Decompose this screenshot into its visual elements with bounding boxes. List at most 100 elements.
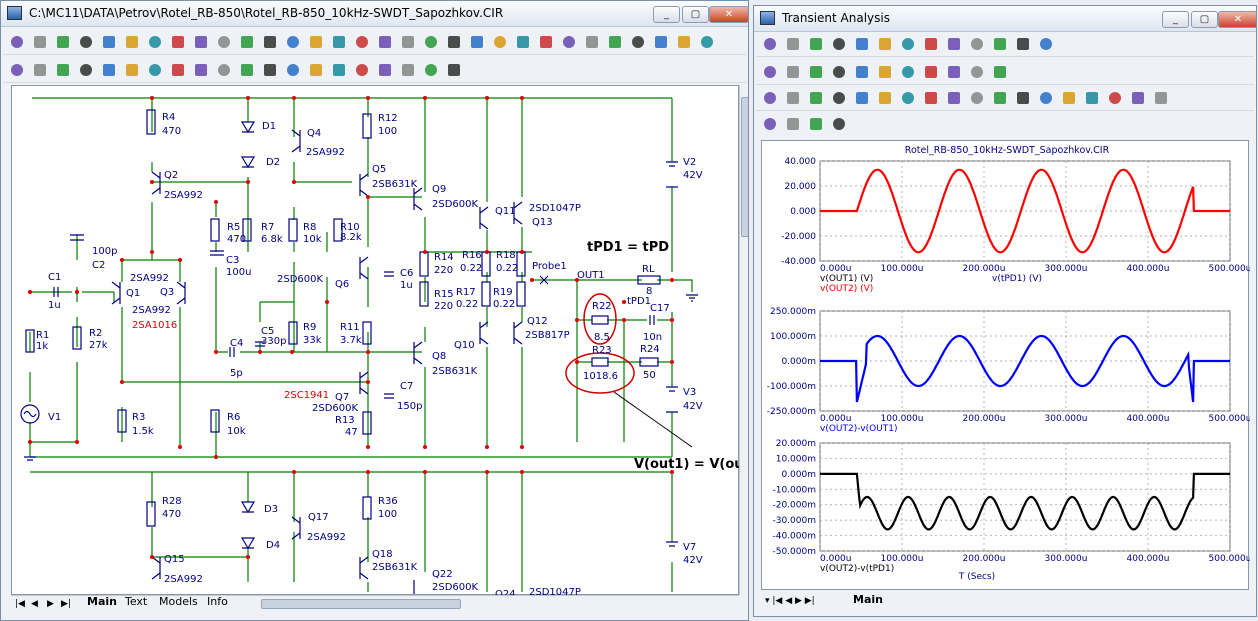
analysis-close-button[interactable]: ✕ — [1218, 11, 1256, 28]
run-icon[interactable] — [875, 62, 895, 82]
stop-icon[interactable] — [1151, 88, 1171, 108]
chart-panel-2[interactable]: 250.000m100.000m0.000m-100.000m-250.000m… — [767, 307, 1252, 434]
run-icon[interactable] — [375, 60, 395, 80]
run-icon[interactable] — [875, 34, 895, 54]
stop-icon[interactable] — [898, 62, 918, 82]
pen-icon[interactable] — [829, 62, 849, 82]
pointer-icon[interactable] — [760, 62, 780, 82]
pointer-icon[interactable] — [760, 114, 780, 134]
pen-icon[interactable] — [76, 32, 96, 52]
chart-panel-3[interactable]: 20.000m10.000m0.000m-10.000m-20.000m-30.… — [772, 439, 1251, 574]
zoom-in-icon[interactable] — [944, 88, 964, 108]
stop-icon[interactable] — [145, 60, 165, 80]
stop-icon[interactable] — [398, 32, 418, 52]
info-icon[interactable] — [99, 32, 119, 52]
run-icon[interactable] — [1128, 88, 1148, 108]
info-icon[interactable] — [352, 60, 372, 80]
info-icon[interactable] — [352, 32, 372, 52]
plot-area[interactable]: Rotel_RB-850_10kHz-SWDT_Sapozhkov.CIR T … — [761, 140, 1252, 591]
zoom-out-icon[interactable] — [967, 34, 987, 54]
info-icon[interactable] — [1105, 88, 1125, 108]
pen-icon[interactable] — [1082, 88, 1102, 108]
wire-icon[interactable] — [283, 60, 303, 80]
tab-info[interactable]: Info — [207, 595, 228, 608]
nav-next-icon[interactable]: ▶ — [47, 599, 54, 609]
text-icon[interactable] — [806, 88, 826, 108]
wire-icon[interactable] — [30, 32, 50, 52]
stop-icon[interactable] — [898, 88, 918, 108]
run-icon[interactable] — [375, 32, 395, 52]
analysis-tab-row[interactable]: ▾ |◀ ◀ ▶ ▶| Main — [761, 592, 1249, 610]
text-icon[interactable] — [53, 32, 73, 52]
pen-icon[interactable] — [329, 60, 349, 80]
zoom-out-icon[interactable] — [214, 60, 234, 80]
zoom-in-icon[interactable] — [444, 60, 464, 80]
close-icon[interactable] — [237, 60, 257, 80]
info-icon[interactable] — [852, 62, 872, 82]
info-icon[interactable] — [852, 34, 872, 54]
nav-prev-icon[interactable]: ◀ — [31, 599, 38, 609]
text-icon[interactable] — [559, 32, 579, 52]
close-icon[interactable] — [990, 34, 1010, 54]
text-icon[interactable] — [53, 60, 73, 80]
pointer-icon[interactable] — [7, 32, 27, 52]
analysis-titlebar[interactable]: Transient Analysis _ ▢ ✕ — [754, 6, 1256, 32]
wire-icon[interactable] — [783, 114, 803, 134]
transient-plots[interactable]: Rotel_RB-850_10kHz-SWDT_Sapozhkov.CIR T … — [762, 141, 1252, 591]
analysis-window[interactable]: Transient Analysis _ ▢ ✕ Rotel_RB-850_10… — [753, 5, 1257, 617]
wire-icon[interactable] — [1036, 88, 1056, 108]
info-icon[interactable] — [99, 60, 119, 80]
run-icon[interactable] — [875, 88, 895, 108]
pointer-icon[interactable] — [760, 34, 780, 54]
wire-icon[interactable] — [783, 88, 803, 108]
schematic-drawing[interactable]: R4470D1D2Q42SA992R12100Q22SA992Q52SB631K… — [12, 86, 748, 600]
text-icon[interactable] — [806, 62, 826, 82]
zoom-out-icon[interactable] — [214, 32, 234, 52]
nav-first-icon[interactable]: |◀ — [15, 599, 25, 609]
text-icon[interactable] — [306, 32, 326, 52]
schematic-vscrollbar[interactable] — [739, 85, 748, 595]
schematic-hscroll-row[interactable]: |◀ ◀ ▶ ▶| Main Text Models Info — [11, 595, 739, 612]
close-icon[interactable] — [990, 88, 1010, 108]
analysis-maximize-button[interactable]: ▢ — [1191, 11, 1218, 28]
zoom-in-icon[interactable] — [191, 32, 211, 52]
text-icon[interactable] — [1059, 88, 1079, 108]
text-icon[interactable] — [306, 60, 326, 80]
analysis-tab-main[interactable]: Main — [853, 593, 883, 606]
pause-icon[interactable] — [921, 88, 941, 108]
schematic-window[interactable]: C:\MC11\DATA\Petrov\Rotel_RB-850\Rotel_R… — [0, 0, 749, 621]
zoom-out-icon[interactable] — [967, 62, 987, 82]
close-icon[interactable] — [237, 32, 257, 52]
pen-icon[interactable] — [829, 34, 849, 54]
pointer-icon[interactable] — [7, 60, 27, 80]
pause-icon[interactable] — [674, 32, 694, 52]
run-icon[interactable] — [122, 32, 142, 52]
analysis-minimize-button[interactable]: _ — [1162, 11, 1189, 28]
maximize-button[interactable]: ▢ — [682, 6, 709, 23]
pause-icon[interactable] — [168, 60, 188, 80]
info-icon[interactable] — [852, 88, 872, 108]
tab-models[interactable]: Models — [159, 595, 198, 608]
zoom-out-icon[interactable] — [467, 32, 487, 52]
pause-icon[interactable] — [921, 34, 941, 54]
zoom-out-icon[interactable] — [967, 88, 987, 108]
wire-icon[interactable] — [283, 32, 303, 52]
pause-icon[interactable] — [421, 60, 441, 80]
wire-icon[interactable] — [536, 32, 556, 52]
pointer-icon[interactable] — [260, 32, 280, 52]
pointer-icon[interactable] — [1013, 88, 1033, 108]
nav-last-icon[interactable]: ▶| — [61, 599, 71, 609]
stop-icon[interactable] — [898, 34, 918, 54]
stop-icon[interactable] — [651, 32, 671, 52]
run-icon[interactable] — [628, 32, 648, 52]
zoom-in-icon[interactable] — [191, 60, 211, 80]
close-icon[interactable] — [490, 32, 510, 52]
pen-icon[interactable] — [829, 114, 849, 134]
info-icon[interactable] — [605, 32, 625, 52]
zoom-in-icon[interactable] — [444, 32, 464, 52]
analysis-nav-icon[interactable]: ▾ |◀ ◀ ▶ ▶| — [765, 596, 815, 606]
minimize-button[interactable]: _ — [653, 6, 680, 23]
schematic-titlebar[interactable]: C:\MC11\DATA\Petrov\Rotel_RB-850\Rotel_R… — [1, 1, 748, 27]
pointer-icon[interactable] — [260, 60, 280, 80]
tab-text[interactable]: Text — [125, 595, 148, 608]
